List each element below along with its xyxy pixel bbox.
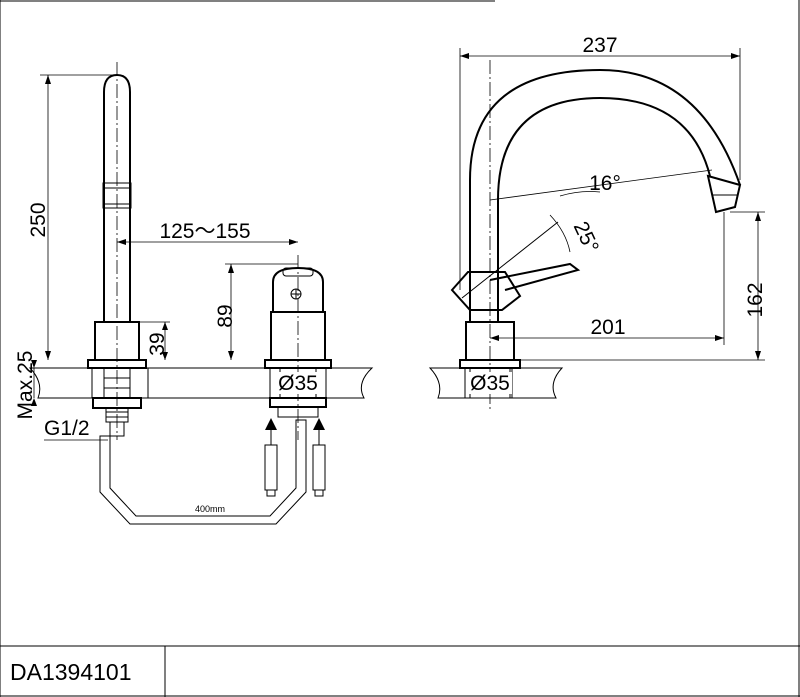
dim-outlet-reach: 201 — [490, 212, 725, 345]
lever-angle-label: 25° — [569, 218, 603, 257]
model-code: DA1394101 — [10, 659, 132, 685]
spout-side — [459, 60, 742, 412]
dim-max-deck: Max.25 — [14, 351, 37, 420]
dim-spread: 125～155 — [117, 220, 298, 245]
countertop-front — [28, 367, 374, 399]
dim-spout-angle: 16° — [489, 169, 713, 201]
spout-angle-label: 16° — [589, 172, 621, 195]
reach-label: 237 — [582, 34, 617, 57]
spread-label: 125～155 — [159, 220, 250, 243]
outlet-height-label: 162 — [744, 282, 767, 317]
dim-lever-angle: 25° — [549, 214, 603, 257]
lever-side — [450, 221, 581, 311]
inlet-hoses — [264, 418, 326, 497]
outlet-reach-label: 201 — [590, 316, 625, 339]
handle-front — [264, 255, 332, 440]
connecting-hose: 400mm — [99, 419, 307, 525]
dim-base-height: 39 — [139, 321, 170, 360]
spout-front — [87, 62, 147, 440]
thread-label: G1/2 — [44, 417, 90, 440]
max-deck-label: Max.25 — [14, 351, 37, 420]
handle-height-label: 89 — [214, 304, 237, 327]
dim-outlet-height: 162 — [520, 211, 767, 361]
dim-handle-height: 89 — [214, 263, 298, 360]
hose-length-label: 400mm — [195, 504, 225, 514]
dim-reach: 237 — [459, 34, 741, 290]
dim-spout-height: 250 — [27, 74, 115, 360]
front-hole-diameter-label: Ø35 — [278, 372, 318, 395]
spout-height-label: 250 — [27, 202, 50, 237]
side-view: 237 16° 25° 162 201 — [428, 34, 767, 412]
thread-callout: G1/2 — [44, 417, 108, 441]
front-view: 400mm 250 125～155 89 — [14, 62, 374, 525]
base-height-label: 39 — [146, 332, 169, 355]
side-hole-diameter-label: Ø35 — [470, 372, 510, 395]
